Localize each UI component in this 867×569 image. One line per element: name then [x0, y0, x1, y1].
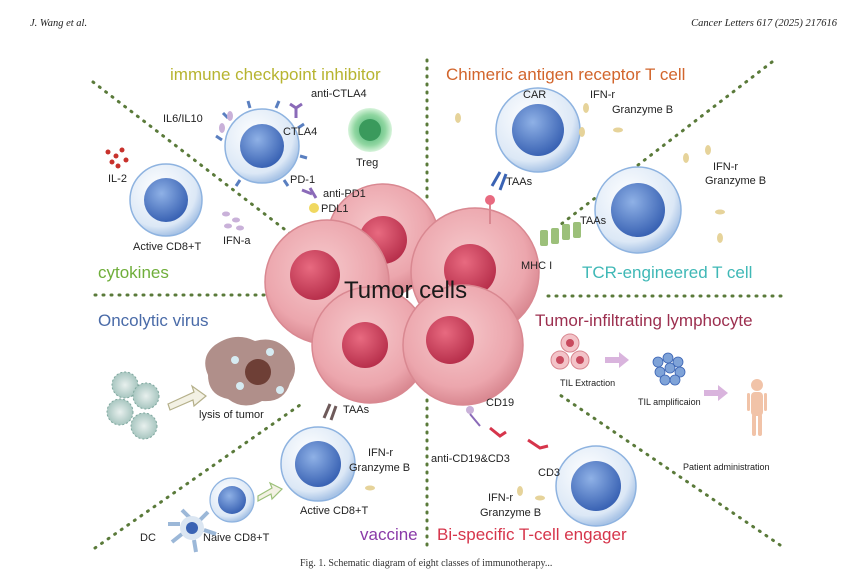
header-journal: Cancer Letters 617 (2025) 217616 [691, 18, 837, 29]
label-ifn-a: IFN-a [223, 235, 251, 247]
label-cd3: CD3 [538, 467, 560, 479]
label-taas-car: TAAs [506, 176, 533, 188]
lysed-tumor-cell [205, 336, 295, 406]
label-anti-cd19-cd3: anti-CD19&CD3 [431, 453, 510, 465]
label-car-ifn: IFN-r [590, 89, 615, 101]
arrow-icon [167, 384, 207, 411]
car-t-cell [495, 87, 581, 173]
antibody-icon [289, 102, 318, 199]
label-dc: DC [140, 532, 156, 544]
title-vaccine: vaccine [360, 525, 418, 544]
car-receptor-icon [490, 171, 508, 191]
treg-cell [348, 108, 392, 152]
divider-lines [91, 58, 784, 550]
center-label: Tumor cells [344, 277, 467, 304]
label-naive-cd8: Naive CD8+T [203, 532, 270, 544]
label-car: CAR [523, 89, 546, 101]
bite-t-cell [555, 445, 637, 527]
dc-dendrite-icon [198, 510, 210, 522]
label-active-cd8-2: Active CD8+T [300, 505, 368, 517]
til-extraction-icon [550, 333, 590, 370]
tumor-cluster [264, 183, 540, 406]
dendritic-cell [180, 516, 204, 540]
mhc-tcr-complex-icon [540, 222, 581, 246]
label-pdl1: PDL1 [321, 203, 349, 215]
label-mhc1: MHC I [521, 260, 552, 272]
title-checkpoint: immune checkpoint inhibitor [170, 65, 381, 84]
label-car-gzb: Granzyme B [612, 104, 673, 116]
virus-group [106, 371, 160, 440]
label-treg: Treg [356, 157, 378, 169]
granule-icon [683, 145, 725, 243]
label-tcr-ifn: IFN-r [713, 161, 738, 173]
figure-caption: Fig. 1. Schematic diagram of eight class… [300, 558, 553, 569]
label-lysis: lysis of tumor [199, 409, 264, 421]
label-bite-ifn: IFN-r [488, 492, 513, 504]
label-bite-gzb: Granzyme B [480, 507, 541, 519]
t-cell-cytokines [129, 163, 203, 237]
label-active-cd8-1: Active CD8+T [133, 241, 201, 253]
til-amplification-icon [652, 352, 686, 386]
il2-dots-icon [105, 147, 129, 169]
header-authors: J. Wang et al. [30, 18, 88, 29]
title-til: Tumor-infiltrating lymphocyte [535, 311, 753, 330]
cytokine-dots-icon [219, 111, 233, 133]
label-vac-ifn: IFN-r [368, 447, 393, 459]
cd19-icon [466, 406, 474, 414]
label-tcr-gzb: Granzyme B [705, 175, 766, 187]
tcr-t-cell [594, 166, 682, 254]
bispecific-antibody-icon [489, 426, 549, 450]
patient-icon [747, 379, 767, 436]
label-il2: IL-2 [108, 173, 127, 185]
label-taas-tcr: TAAs [580, 215, 607, 227]
label-taas-vac: TAAs [343, 404, 370, 416]
naive-t-cell [209, 477, 255, 523]
title-bite: Bi-specific T-cell engager [437, 525, 627, 544]
granule-icon [455, 103, 623, 137]
tumor-cell [311, 286, 429, 404]
pdl1-icon [309, 203, 319, 213]
title-tcr: TCR-engineered T cell [582, 263, 752, 282]
label-pd1: PD-1 [290, 174, 315, 186]
granule-icon [517, 486, 545, 501]
label-til-extraction: TIL Extraction [560, 378, 615, 388]
tumor-cell [402, 284, 524, 406]
dc-dendrites-icon [168, 508, 217, 553]
label-anti-pd1: anti-PD1 [323, 188, 366, 200]
cd19-stem-icon [469, 413, 481, 427]
active-t-cell-vaccine [280, 426, 356, 502]
arrow-icon [605, 352, 629, 368]
granule-icon [365, 485, 375, 491]
taa-vac-icon [322, 403, 338, 421]
title-car: Chimeric antigen receptor T cell [446, 65, 685, 84]
ifn-a-dots-icon [222, 211, 244, 231]
label-cd19: CD19 [486, 397, 514, 409]
taa-car-icon [485, 195, 495, 205]
label-vac-gzb: Granzyme B [349, 462, 410, 474]
t-cell-checkpoint [215, 100, 308, 187]
arrow-icon [704, 385, 728, 401]
label-til-amp: TIL amplificaion [638, 397, 701, 407]
label-il6-il10: IL6/IL10 [163, 113, 203, 125]
title-oncolytic: Oncolytic virus [98, 311, 209, 330]
label-anti-ctla4: anti-CTLA4 [311, 88, 367, 100]
label-patient-admin: Patient administration [683, 462, 770, 472]
title-cytokines: cytokines [98, 263, 169, 282]
arrow-icon [257, 481, 284, 503]
label-ctla4: CTLA4 [283, 126, 317, 138]
